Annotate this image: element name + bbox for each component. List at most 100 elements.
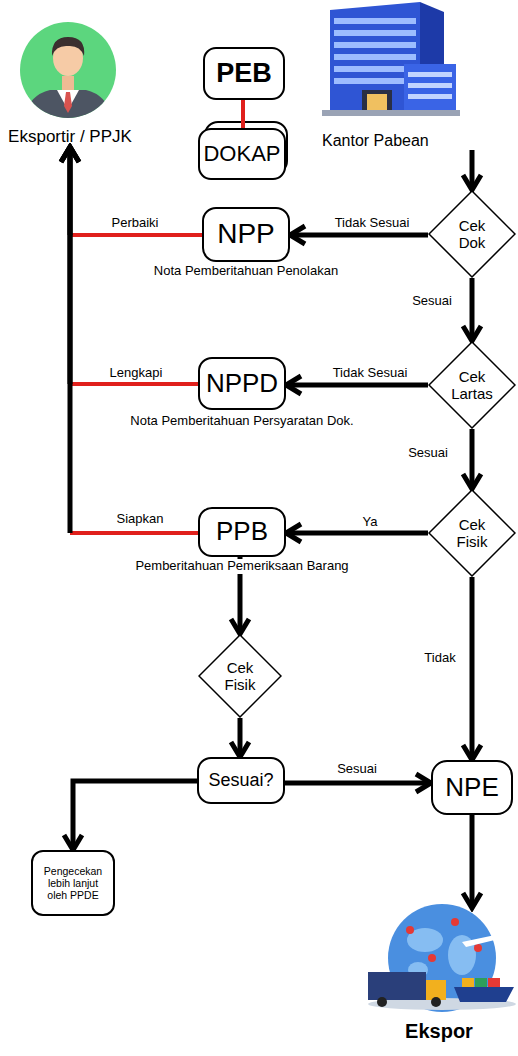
node-text: Eksportir / PPJK (8, 127, 132, 147)
edge-label: Ya (363, 514, 378, 529)
ship-hull (454, 987, 514, 1002)
location-pin (428, 954, 436, 962)
connector-line (285, 781, 431, 786)
process-box: NPE (431, 760, 513, 815)
connector-line (70, 382, 198, 386)
avatar-suit (20, 90, 116, 132)
document-box: DOKAP (198, 128, 286, 180)
connector-line (470, 150, 475, 190)
ship-container (462, 978, 474, 987)
node-text: Cek Dok (449, 217, 495, 252)
export-icon: Ekspor (360, 908, 518, 1043)
building-window (334, 66, 416, 72)
connector (73, 781, 197, 850)
connector (286, 385, 428, 386)
truck-container (368, 972, 426, 1000)
connector (472, 150, 473, 190)
building-window (334, 18, 416, 24)
actor-icon: Eksportir / PPJK (0, 20, 140, 147)
process-box: NPPNota Pemberitahuan Penolakan (202, 207, 290, 262)
building-window (334, 54, 416, 60)
connector (472, 429, 473, 489)
edge-label: Tidak Sesuai (335, 215, 410, 230)
diamond-shape (429, 490, 515, 576)
connector-line (470, 815, 475, 908)
building-wing (404, 64, 456, 112)
node-text: Cek Lartas (447, 368, 497, 403)
document-box: PEB (203, 47, 285, 100)
office-building (322, 2, 460, 116)
location-pin (406, 926, 414, 934)
connector-line (470, 577, 475, 760)
node-text: NPPD (206, 369, 278, 399)
edge-label: Lengkapi (110, 365, 163, 380)
connector (285, 783, 431, 784)
node-text: Sesuai? (208, 770, 273, 791)
building-window (408, 94, 452, 99)
location-pin (474, 944, 482, 952)
building-window (334, 78, 416, 84)
building-base (322, 110, 460, 116)
avatar-hair (52, 37, 84, 56)
connector-line (470, 278, 475, 341)
connector-line (70, 233, 202, 237)
avatar-neck (62, 76, 74, 92)
decision-diamond: Cek Lartas (428, 341, 516, 429)
decision-diamond: Cek Fisik (198, 634, 282, 718)
node-text: DOKAP (203, 141, 280, 166)
location-pin (451, 918, 459, 926)
process-box: PPBPemberitahuan Pemeriksaan Barang (198, 507, 286, 557)
building-window (334, 42, 416, 48)
connector (243, 100, 244, 128)
office-icon: Kantor Pabean (318, 0, 472, 150)
edge-label: Sesuai (337, 761, 377, 776)
connector-line (290, 233, 428, 238)
connector-line (470, 429, 475, 489)
building-window (334, 30, 416, 36)
connector-line (68, 147, 73, 533)
diamond-shape (199, 635, 281, 717)
decision-diamond: Cek Fisik (428, 489, 516, 577)
node-text: PEB (216, 58, 272, 89)
node-text: Kantor Pabean (322, 132, 429, 150)
node-caption: Pemberitahuan Pemeriksaan Barang (133, 559, 350, 574)
diamond-shape (429, 191, 515, 277)
connector-line (73, 781, 197, 850)
decision-box: Sesuai? (197, 757, 285, 804)
connector (286, 533, 428, 534)
building-door (367, 94, 387, 112)
note-box: Pengecekan lebih lanjut oleh PPDE (31, 850, 115, 916)
node-text: NPE (445, 773, 498, 803)
node-text: Pengecekan lebih lanjut oleh PPDE (37, 865, 109, 901)
edge-label: Perbaiki (112, 215, 159, 230)
connector-line (70, 531, 198, 535)
process-box: NPPDNota Pemberitahuan Persyaratan Dok. (198, 357, 286, 410)
connector-line (286, 383, 428, 388)
edge-label: Tidak Sesuai (333, 365, 408, 380)
export-globe (368, 904, 516, 1012)
connector (70, 147, 198, 533)
diamond-shape (429, 342, 515, 428)
edge-label: Sesuai (412, 293, 452, 308)
person-avatar (20, 22, 116, 132)
building-window (408, 72, 452, 77)
node-caption: Nota Pemberitahuan Penolakan (152, 264, 340, 279)
connector-line (238, 718, 243, 757)
connector (472, 278, 473, 341)
avatar-figure (20, 37, 116, 132)
ship-container (488, 978, 500, 987)
connector (290, 235, 428, 236)
connector-line (241, 100, 245, 128)
edge-label: Sesuai (408, 445, 448, 460)
connector (240, 718, 241, 757)
airplane (462, 934, 503, 947)
node-text: NPP (217, 218, 275, 250)
connector (70, 147, 202, 235)
edge-label: Tidak (424, 650, 455, 665)
connector (472, 815, 473, 908)
building-entrance (362, 90, 392, 112)
node-text: PPB (216, 517, 268, 547)
node-text: Cek Fisik (449, 516, 495, 551)
